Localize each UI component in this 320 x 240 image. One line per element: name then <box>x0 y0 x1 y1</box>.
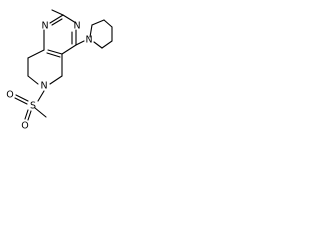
bond-s-o-bottom <box>27 110 32 121</box>
atom-label-n3: N <box>73 21 80 32</box>
molecule-drawing: N N N N S O O <box>6 9 113 132</box>
bond-pip-3 <box>103 19 113 28</box>
bond-c8a-c8 <box>27 49 45 59</box>
atom-label-o-top: O <box>6 90 13 101</box>
bond-s-o-bottom-double <box>24 109 29 120</box>
bond-pip-1 <box>89 24 93 38</box>
atom-label-n-piperidine: N <box>85 35 92 46</box>
atom-label-n6: N <box>40 81 47 92</box>
bond-c4-npip <box>75 40 85 46</box>
bond-c2-n1-double <box>51 18 63 26</box>
atom-s: S <box>30 101 36 112</box>
atom-label-o-bottom: O <box>21 121 28 132</box>
atom-n-piperidine: N <box>85 35 92 46</box>
bond-methyl <box>51 9 64 16</box>
atom-label-s: S <box>30 101 36 112</box>
bond-c4a-c8a-double <box>46 52 61 58</box>
bond-c2-n1 <box>49 14 64 24</box>
bond-s-methyl <box>34 107 47 118</box>
bond-c2-n3 <box>62 14 77 24</box>
bond-pip-2 <box>91 19 105 26</box>
bond-s-o-top-double <box>15 94 29 102</box>
bond-n6-s <box>37 90 45 102</box>
atom-layer: N N N N S O O <box>6 21 92 132</box>
atom-n-ring: N <box>40 81 47 92</box>
bond-s-o-top <box>14 97 28 105</box>
bond-pip-6 <box>93 41 103 49</box>
bond-c4-c4a <box>61 44 77 55</box>
bond-c4a-c8a <box>47 49 63 55</box>
bond-n6-c5 <box>49 75 63 85</box>
atom-n-pyrimidine-left: N <box>41 21 48 32</box>
structure-canvas: N N N N S O O <box>0 0 113 133</box>
atom-o-top: O <box>6 90 13 101</box>
bond-layer <box>14 9 113 121</box>
bond-pip-5 <box>101 40 113 49</box>
atom-n-pyrimidine-top: N <box>73 21 80 32</box>
atom-label-n1: N <box>41 21 48 32</box>
bond-c7-n6 <box>27 75 39 85</box>
atom-o-bottom: O <box>21 121 28 132</box>
